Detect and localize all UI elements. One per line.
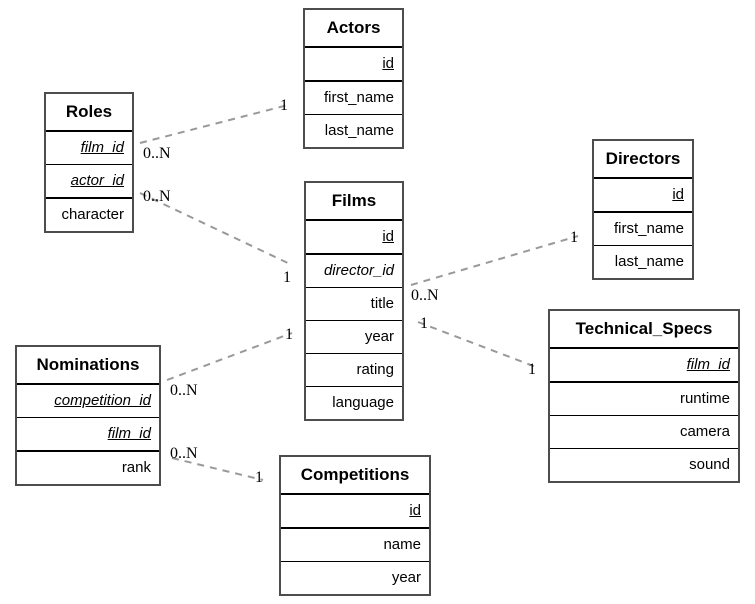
attribute-row-films-id[interactable]: id xyxy=(306,221,402,255)
attribute-label-competitions-year: year xyxy=(391,569,421,586)
attribute-label-films-director_id: director_id xyxy=(323,262,394,279)
attribute-row-films-year[interactable]: year xyxy=(306,321,402,354)
entity-title-directors: Directors xyxy=(594,141,692,179)
attribute-row-roles-film_id[interactable]: film_id xyxy=(46,132,132,165)
attribute-label-competitions-id: id xyxy=(409,502,421,519)
attribute-label-competitions-name: name xyxy=(383,536,421,553)
attribute-label-films-year: year xyxy=(364,328,394,345)
attribute-label-actors-id: id xyxy=(382,55,394,72)
relationship-line-films-technical_specs xyxy=(417,321,537,368)
entity-title-actors: Actors xyxy=(305,10,402,48)
attribute-row-actors-first_name[interactable]: first_name xyxy=(305,82,402,115)
attribute-row-competitions-year[interactable]: year xyxy=(281,562,429,594)
attribute-label-actors-last_name: last_name xyxy=(324,122,394,139)
cardinality-label-roles-films-to: 1 xyxy=(283,269,291,286)
attribute-label-directors-first_name: first_name xyxy=(613,220,684,237)
attribute-row-technical_specs-camera[interactable]: camera xyxy=(550,416,738,449)
attribute-label-roles-actor_id: actor_id xyxy=(70,172,124,189)
attribute-row-nominations-rank[interactable]: rank xyxy=(17,452,159,484)
entity-roles[interactable]: Roles film_id actor_id character xyxy=(44,92,134,233)
attribute-row-nominations-competition_id[interactable]: competition_id xyxy=(17,385,159,418)
attribute-row-roles-character[interactable]: character xyxy=(46,199,132,231)
cardinality-label-roles-films-from: 0..N xyxy=(143,188,171,205)
relationship-line-nominations-films xyxy=(166,332,293,381)
attribute-row-films-rating[interactable]: rating xyxy=(306,354,402,387)
cardinality-label-films-technical_specs-to: 1 xyxy=(528,361,536,378)
attribute-row-actors-last_name[interactable]: last_name xyxy=(305,115,402,147)
cardinality-label-nominations-films-from: 0..N xyxy=(170,382,198,399)
attribute-label-roles-character: character xyxy=(61,206,124,223)
attribute-row-films-language[interactable]: language xyxy=(306,387,402,419)
entity-title-technical_specs: Technical_Specs xyxy=(550,311,738,349)
cardinality-label-roles-actors-to: 1 xyxy=(280,97,288,114)
attribute-row-films-title[interactable]: title xyxy=(306,288,402,321)
entity-title-nominations: Nominations xyxy=(17,347,159,385)
entity-title-competitions: Competitions xyxy=(281,457,429,495)
attribute-label-films-language: language xyxy=(332,394,394,411)
attribute-label-technical_specs-camera: camera xyxy=(679,423,730,440)
entity-actors[interactable]: Actors id first_name last_name xyxy=(303,8,404,149)
cardinality-label-films-technical_specs-from: 1 xyxy=(420,315,428,332)
entity-directors[interactable]: Directors id first_name last_name xyxy=(592,139,694,280)
attribute-label-films-rating: rating xyxy=(356,361,394,378)
attribute-label-roles-film_id: film_id xyxy=(80,139,124,156)
attribute-label-technical_specs-runtime: runtime xyxy=(679,390,730,407)
entity-title-films: Films xyxy=(306,183,402,221)
attribute-label-films-id: id xyxy=(382,228,394,245)
attribute-row-actors-id[interactable]: id xyxy=(305,48,402,82)
attribute-row-directors-last_name[interactable]: last_name xyxy=(594,246,692,278)
cardinality-label-nominations-competitions-to: 1 xyxy=(255,469,263,486)
attribute-row-competitions-name[interactable]: name xyxy=(281,529,429,562)
entity-title-roles: Roles xyxy=(46,94,132,132)
attribute-label-films-title: title xyxy=(370,295,394,312)
attribute-row-technical_specs-runtime[interactable]: runtime xyxy=(550,383,738,416)
entity-competitions[interactable]: Competitions id name year xyxy=(279,455,431,596)
attribute-row-technical_specs-sound[interactable]: sound xyxy=(550,449,738,481)
cardinality-label-films-directors-to: 1 xyxy=(570,229,578,246)
attribute-row-directors-id[interactable]: id xyxy=(594,179,692,213)
cardinality-label-nominations-competitions-from: 0..N xyxy=(170,445,198,462)
attribute-label-directors-last_name: last_name xyxy=(614,253,684,270)
cardinality-label-roles-actors-from: 0..N xyxy=(143,145,171,162)
attribute-label-nominations-rank: rank xyxy=(121,459,151,476)
attribute-label-nominations-competition_id: competition_id xyxy=(54,392,151,409)
attribute-row-directors-first_name[interactable]: first_name xyxy=(594,213,692,246)
relationship-line-films-directors xyxy=(410,235,579,286)
attribute-row-competitions-id[interactable]: id xyxy=(281,495,429,529)
attribute-label-directors-id: id xyxy=(672,186,684,203)
attribute-row-films-director_id[interactable]: director_id xyxy=(306,255,402,288)
attribute-row-roles-actor_id[interactable]: actor_id xyxy=(46,165,132,199)
attribute-row-technical_specs-film_id[interactable]: film_id xyxy=(550,349,738,383)
relationship-line-roles-actors xyxy=(139,104,289,144)
attribute-label-actors-first_name: first_name xyxy=(323,89,394,106)
cardinality-label-films-directors-from: 0..N xyxy=(411,287,439,304)
attribute-label-technical_specs-film_id: film_id xyxy=(686,356,730,373)
attribute-label-nominations-film_id: film_id xyxy=(107,425,151,442)
attribute-label-technical_specs-sound: sound xyxy=(689,456,730,473)
cardinality-label-nominations-films-to: 1 xyxy=(285,326,293,343)
attribute-row-nominations-film_id[interactable]: film_id xyxy=(17,418,159,452)
